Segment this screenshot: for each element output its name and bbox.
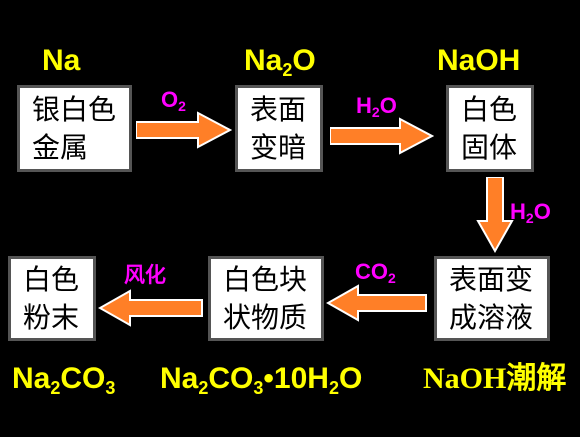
arrow-left-icon [98, 289, 203, 327]
box-line: 银白色 [32, 92, 117, 126]
box-surface-darkens: 表面 变暗 [235, 85, 323, 172]
co2-reagent-label: CO2 [355, 259, 396, 286]
box-line: 状物质 [223, 300, 308, 334]
box-line: 成溶液 [449, 300, 534, 334]
box-silver-white-metal: 银白色 金属 [17, 85, 132, 172]
box-white-powder: 白色 粉末 [8, 256, 96, 341]
box-line: 表面 [250, 92, 307, 126]
weathering-label: 风化 [124, 263, 166, 287]
h2o-reagent-label-vertical: H2O [510, 199, 551, 226]
box-white-lumpy-substance: 白色块 状物质 [208, 256, 324, 341]
na-label: Na [42, 44, 81, 77]
arrow-down-icon [476, 177, 514, 253]
na2co3-decahydrate-label: Na2CO3•10H2O [160, 362, 363, 398]
box-line: 变暗 [250, 130, 307, 164]
h2o-reagent-label: H2O [356, 93, 397, 120]
box-line: 白色 [23, 262, 80, 296]
naoh-deliquescence-label: NaOH潮解 [423, 362, 567, 395]
na2co3-label: Na2CO3 [12, 362, 116, 398]
box-surface-becomes-solution: 表面变 成溶液 [434, 256, 550, 341]
arrow-right-icon [330, 117, 434, 155]
box-line: 表面变 [449, 262, 534, 296]
box-line: 粉末 [23, 300, 80, 334]
box-line: 固体 [461, 130, 518, 164]
box-line: 金属 [32, 130, 89, 164]
arrow-left-icon [326, 284, 427, 322]
box-line: 白色块 [223, 262, 308, 296]
box-line: 白色 [461, 92, 518, 126]
na2o-label: Na2O [244, 44, 316, 80]
o2-reagent-label: O2 [161, 87, 186, 114]
naoh-label: NaOH [437, 44, 521, 77]
arrow-right-icon [136, 111, 232, 149]
box-white-solid: 白色 固体 [446, 85, 534, 172]
